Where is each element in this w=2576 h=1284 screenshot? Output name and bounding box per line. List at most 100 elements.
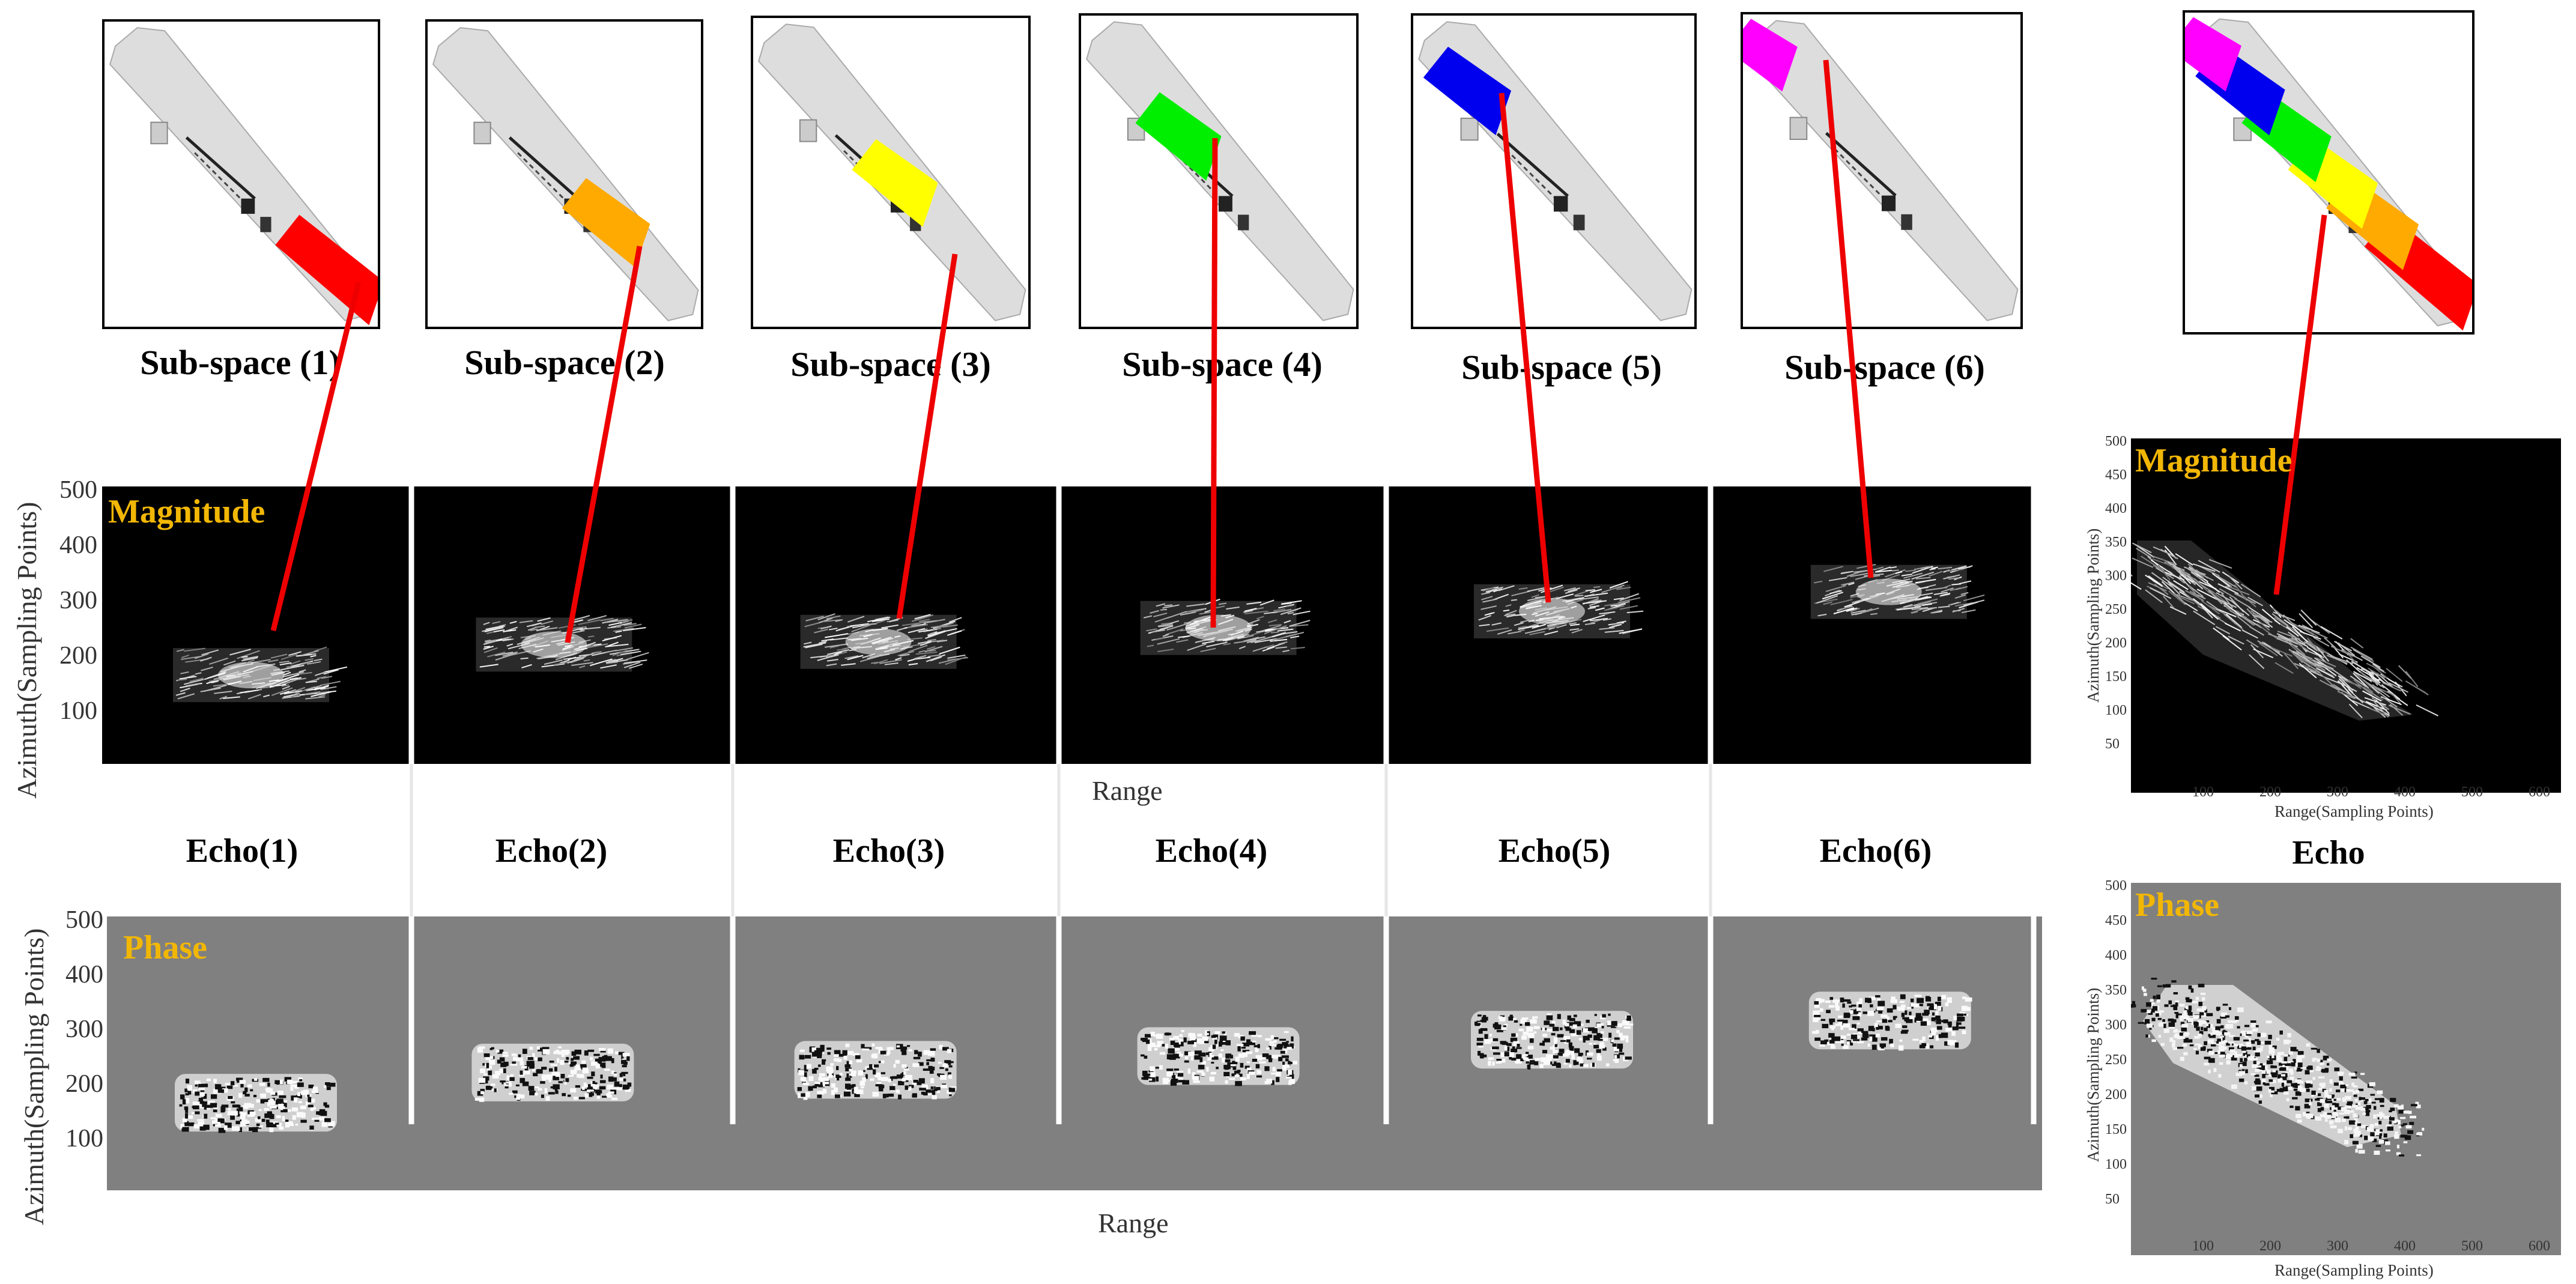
y-tick-label: 100 xyxy=(65,1125,103,1152)
subspace-thumbnail-4 xyxy=(1079,13,1359,329)
full-magnitude-plot xyxy=(2117,438,2561,793)
x-tick-label: 300 xyxy=(2327,1238,2348,1254)
x-tick-label: 600 xyxy=(2529,784,2550,800)
y-tick-label: 250 xyxy=(2105,1052,2127,1068)
full-phase-x-title: Range(Sampling Points) xyxy=(2274,1261,2434,1279)
y-tick-label: 400 xyxy=(2105,948,2127,963)
y-tick-label: 300 xyxy=(2105,568,2127,584)
magnitude-tag: Magnitude xyxy=(108,493,265,530)
y-tick-label: 200 xyxy=(59,642,97,670)
y-tick-label: 150 xyxy=(2105,1122,2127,1137)
y-tick-label: 200 xyxy=(2105,635,2127,651)
ship-outline-icon xyxy=(758,23,1026,321)
full-ship-thumbnail xyxy=(2168,10,2479,335)
full-phase-y-title: Azimuth(Sampling Points) xyxy=(2084,987,2102,1162)
subspace-label-2: Sub-space (2) xyxy=(464,343,665,382)
phase-echo-5 xyxy=(1471,1011,1634,1070)
ship-outline-icon xyxy=(432,27,699,321)
phase-echo-images xyxy=(175,992,1972,1133)
subspace-thumbnail-6 xyxy=(1726,12,2023,329)
x-tick-label: 100 xyxy=(2192,784,2214,800)
subspace-label-6: Sub-space (6) xyxy=(1784,348,1985,387)
full-phase-plot xyxy=(2126,883,2561,1255)
full-magnitude-echo xyxy=(2117,541,2438,721)
phase-echo-6 xyxy=(1808,992,1972,1051)
echo-label-4: Echo(4) xyxy=(1155,832,1268,870)
x-tick-label: 500 xyxy=(2461,784,2483,800)
y-tick-label: 350 xyxy=(2105,983,2127,998)
echo-label-5: Echo(5) xyxy=(1498,832,1611,870)
phase-echo-4 xyxy=(1137,1027,1300,1086)
subspace-label-3: Sub-space (3) xyxy=(790,345,991,384)
subspace-label-1: Sub-space (1) xyxy=(140,343,341,382)
magnitude-echo-4 xyxy=(1140,598,1311,655)
subspace-thumbnail-2 xyxy=(425,19,703,329)
y-tick-label: 200 xyxy=(2105,1087,2127,1103)
x-tick-label: 600 xyxy=(2529,1238,2550,1254)
phase-strip xyxy=(107,916,2042,1190)
y-tick-label: 500 xyxy=(59,476,97,504)
y-tick-label: 400 xyxy=(2105,501,2127,516)
full-magnitude-tag: Magnitude xyxy=(2135,442,2293,479)
phase-echo-2 xyxy=(471,1043,634,1102)
y-tick-label: 150 xyxy=(2105,669,2127,685)
x-tick-label: 400 xyxy=(2394,1238,2416,1254)
y-tick-label: 300 xyxy=(2105,1017,2127,1033)
ship-outline-icon xyxy=(1726,19,2019,321)
x-tick-label: 500 xyxy=(2461,1238,2483,1254)
y-tick-label: 500 xyxy=(65,906,103,934)
ship-outline-icon xyxy=(1086,21,1354,321)
x-tick-label: 100 xyxy=(2192,1238,2214,1254)
full-phase-echo xyxy=(2126,978,2425,1157)
y-tick-label: 250 xyxy=(2105,602,2127,617)
subspace-thumbnail-1 xyxy=(102,19,384,329)
full-phase-tag: Phase xyxy=(2135,886,2219,924)
y-tick-label: 350 xyxy=(2105,534,2127,550)
phase-tag: Phase xyxy=(123,929,207,966)
full-magnitude-y-title: Azimuth(Sampling Points) xyxy=(2084,528,2102,703)
y-tick-label: 500 xyxy=(2105,878,2127,894)
ship-outline-icon xyxy=(109,27,384,326)
x-tick-label: 200 xyxy=(2259,784,2281,800)
y-tick-label: 100 xyxy=(2105,703,2127,718)
subspace-label-4: Sub-space (4) xyxy=(1122,345,1323,384)
magnitude-echo-6 xyxy=(1810,563,1985,619)
echo-label-1: Echo(1) xyxy=(186,832,299,870)
subspace-thumbnail-5 xyxy=(1411,13,1697,329)
magnitude-echo-2 xyxy=(476,615,649,672)
phase-echo-3 xyxy=(794,1041,957,1100)
y-tick-label: 400 xyxy=(59,531,97,559)
ship-outline-icon xyxy=(2168,17,2479,331)
x-tick-label: 200 xyxy=(2259,1238,2281,1254)
phase-y-title: Azimuth(Sampling Points) xyxy=(19,928,49,1226)
y-tick-label: 100 xyxy=(2105,1157,2127,1172)
magnitude-y-title: Azimuth(Sampling Points) xyxy=(11,501,42,799)
y-tick-label: 100 xyxy=(59,697,97,725)
y-tick-label: 300 xyxy=(59,587,97,614)
x-tick-label: 300 xyxy=(2327,784,2348,800)
ship-outline-icon xyxy=(1418,21,1693,321)
magnitude-echo-1 xyxy=(173,646,348,703)
magnitude-strip xyxy=(102,486,2034,764)
y-tick-label: 50 xyxy=(2105,736,2120,752)
x-tick-label: 400 xyxy=(2394,784,2416,800)
echo-full-label: Echo xyxy=(2292,834,2365,871)
phase-echo-1 xyxy=(175,1074,337,1133)
y-tick-label: 500 xyxy=(2105,434,2127,449)
echo-label-2: Echo(2) xyxy=(495,832,608,870)
magnitude-x-title: Range xyxy=(1092,775,1163,806)
y-tick-label: 200 xyxy=(65,1070,103,1098)
y-tick-label: 400 xyxy=(65,961,103,989)
echo-label-3: Echo(3) xyxy=(832,832,945,870)
magnitude-echo-images xyxy=(173,563,1985,703)
y-tick-label: 50 xyxy=(2105,1192,2120,1207)
y-tick-label: 450 xyxy=(2105,913,2127,928)
phase-x-title: Range xyxy=(1098,1208,1169,1238)
magnitude-echo-3 xyxy=(800,613,969,669)
subspace-thumbnail-3 xyxy=(751,16,1031,329)
magnitude-echo-5 xyxy=(1474,581,1644,638)
y-tick-label: 450 xyxy=(2105,467,2127,483)
subspace-label-5: Sub-space (5) xyxy=(1461,348,1662,387)
echo-label-6: Echo(6) xyxy=(1819,832,1932,870)
